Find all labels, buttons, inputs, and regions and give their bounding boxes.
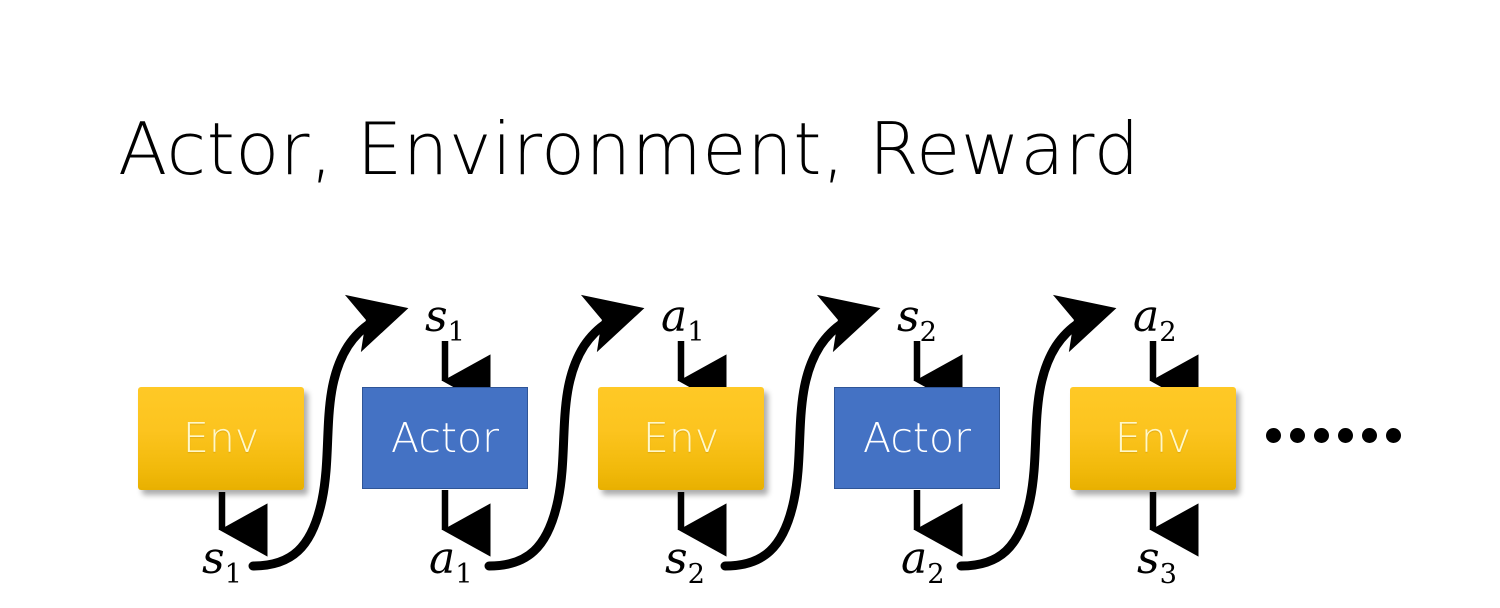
top-label-a1: a1 xyxy=(661,291,705,348)
ellipsis-dot xyxy=(1362,428,1377,443)
node-env-1[interactable]: Env xyxy=(138,387,304,490)
bottom-label-s3: s3 xyxy=(1137,533,1177,590)
top-label-s1: s1 xyxy=(425,291,465,348)
feedback-connectors xyxy=(248,294,1117,571)
node-env-1-label: Env xyxy=(182,414,260,462)
node-actor-2-label: Actor xyxy=(863,413,971,462)
bottom-label-a2: a2 xyxy=(901,533,945,590)
bottom-label-s1: s1 xyxy=(202,533,242,590)
connector-a2 xyxy=(956,294,1117,571)
bottom-label-a1: a1 xyxy=(429,533,473,590)
connector-s2 xyxy=(720,294,881,571)
node-actor-2[interactable]: Actor xyxy=(834,387,1000,489)
ellipsis-group-1 xyxy=(1266,428,1329,443)
ellipsis-dot xyxy=(1290,428,1305,443)
bottom-labels: s1 a1 s2 a2 s3 xyxy=(202,533,1177,590)
input-arrows xyxy=(441,341,1199,408)
page-title: Actor, Environment, Reward xyxy=(118,107,1140,191)
node-env-2-label: Env xyxy=(642,414,720,462)
node-actor-1[interactable]: Actor xyxy=(362,387,528,489)
bottom-label-s2: s2 xyxy=(665,533,705,590)
ellipsis-dot xyxy=(1314,428,1329,443)
ellipsis-dot xyxy=(1386,428,1401,443)
node-env-3-label: Env xyxy=(1114,414,1192,462)
top-label-s2: s2 xyxy=(897,291,937,348)
connector-s1 xyxy=(248,294,409,571)
ellipsis-group-2 xyxy=(1338,428,1401,443)
top-labels: s1 a1 s2 a2 xyxy=(425,291,1177,348)
ellipsis-dot xyxy=(1338,428,1353,443)
node-actor-1-label: Actor xyxy=(391,413,499,462)
ellipsis-dot xyxy=(1266,428,1281,443)
node-env-3[interactable]: Env xyxy=(1070,387,1236,490)
node-env-2[interactable]: Env xyxy=(598,387,764,490)
output-arrows xyxy=(218,490,1199,557)
connector-a1 xyxy=(484,294,645,571)
ellipsis-continuation xyxy=(1266,428,1401,443)
top-label-a2: a2 xyxy=(1133,291,1177,348)
